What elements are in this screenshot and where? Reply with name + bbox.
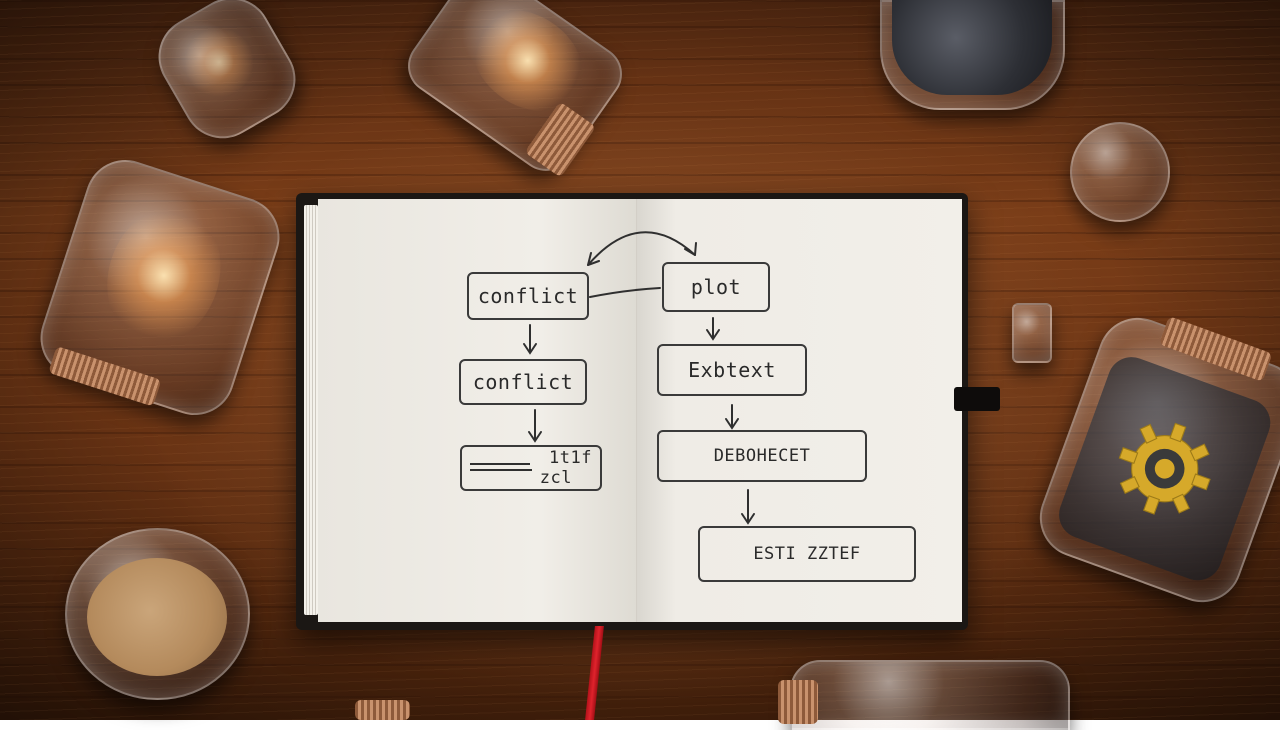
jar-bottom-right	[778, 660, 1070, 730]
jar-bottom-center-small	[355, 700, 410, 720]
jar-right-stopper	[1012, 303, 1052, 363]
page-stack-edge	[304, 205, 318, 615]
gear-icon	[1118, 422, 1211, 515]
jar-bottom-left-sand	[65, 528, 250, 700]
jar-right-gear	[1028, 306, 1280, 614]
notebook-elastic-band	[954, 387, 1000, 411]
jar-right-small	[1070, 122, 1170, 222]
left-page	[318, 199, 637, 622]
notebook	[296, 193, 968, 630]
jar-top-right-dark	[880, 0, 1065, 110]
right-page	[637, 199, 962, 622]
